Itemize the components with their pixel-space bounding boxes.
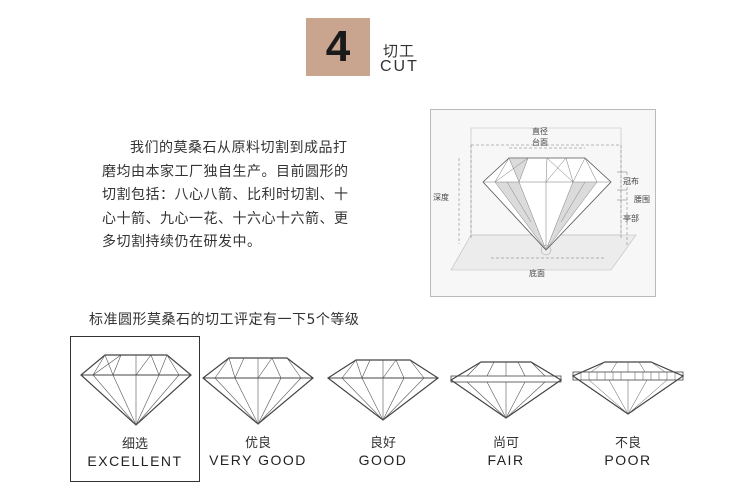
diagram-label-crown: 冠布 [623, 177, 639, 186]
diamond-anatomy-drawing [450, 127, 637, 271]
grade-name-cn: 尚可 [492, 436, 519, 451]
grade-excellent: 细选 EXCELLENT [70, 336, 200, 482]
diagram-label-pavilion: 亭部 [623, 214, 639, 223]
intro-line: 切割包括：八心八箭、比利时切割、十 [102, 187, 349, 203]
grading-title: 标准圆形莫桑石的切工评定有一下5个等级 [89, 312, 360, 328]
section-title-en: CUT [380, 58, 419, 75]
section-title-cn: 切工 [383, 42, 416, 60]
intro-paragraph: 我们的莫桑石从原料切割到成品打 磨均由本家工厂独自生产。目前圆形的 切割包括：八… [102, 137, 392, 255]
grade-name-en: FAIR [487, 452, 525, 468]
grade-name-cn: 良好 [369, 436, 396, 451]
grade-name-en: VERY GOOD [209, 452, 307, 468]
section-number-badge: 4 [306, 18, 370, 76]
grade-good: 良好 GOOD [318, 336, 448, 482]
grade-name-cn: 不良 [614, 436, 641, 451]
grade-poor: 不良 POOR [563, 336, 693, 482]
intro-line: 磨均由本家工厂独自生产。目前圆形的 [102, 163, 349, 180]
grade-very-good: 优良 VERY GOOD [193, 336, 323, 482]
diagram-label-depth: 深度 [433, 193, 449, 202]
grade-fair: 尚可 FAIR [441, 336, 571, 482]
diamond-anatomy-diagram: 直径 台面 深度 冠布 腰围 亭部 底面 [430, 109, 656, 297]
diamond-outline-icon [449, 361, 563, 419]
diamond-outline-icon [202, 357, 314, 425]
grade-name-en: EXCELLENT [87, 453, 183, 469]
diagram-label-diameter: 直径 [532, 127, 548, 136]
diagram-label-culet: 底面 [529, 269, 545, 278]
diamond-outline-icon [326, 359, 440, 421]
section-number: 4 [325, 22, 351, 71]
intro-line: 我们的莫桑石从原料切割到成品打 [130, 140, 348, 156]
grade-name-en: POOR [604, 452, 652, 468]
intro-line: 心十箭、九心一花、十六心十六箭、更 [102, 210, 349, 227]
diamond-outline-icon [571, 361, 685, 415]
diamond-outline-icon [80, 354, 192, 426]
grade-name-cn: 优良 [244, 436, 271, 451]
diagram-label-table: 台面 [532, 138, 548, 147]
grade-name-en: GOOD [358, 452, 408, 468]
diagram-label-girdle: 腰围 [634, 195, 650, 204]
grade-name-cn: 细选 [121, 437, 148, 452]
intro-line: 多切割持续仍在研发中。 [102, 234, 262, 250]
